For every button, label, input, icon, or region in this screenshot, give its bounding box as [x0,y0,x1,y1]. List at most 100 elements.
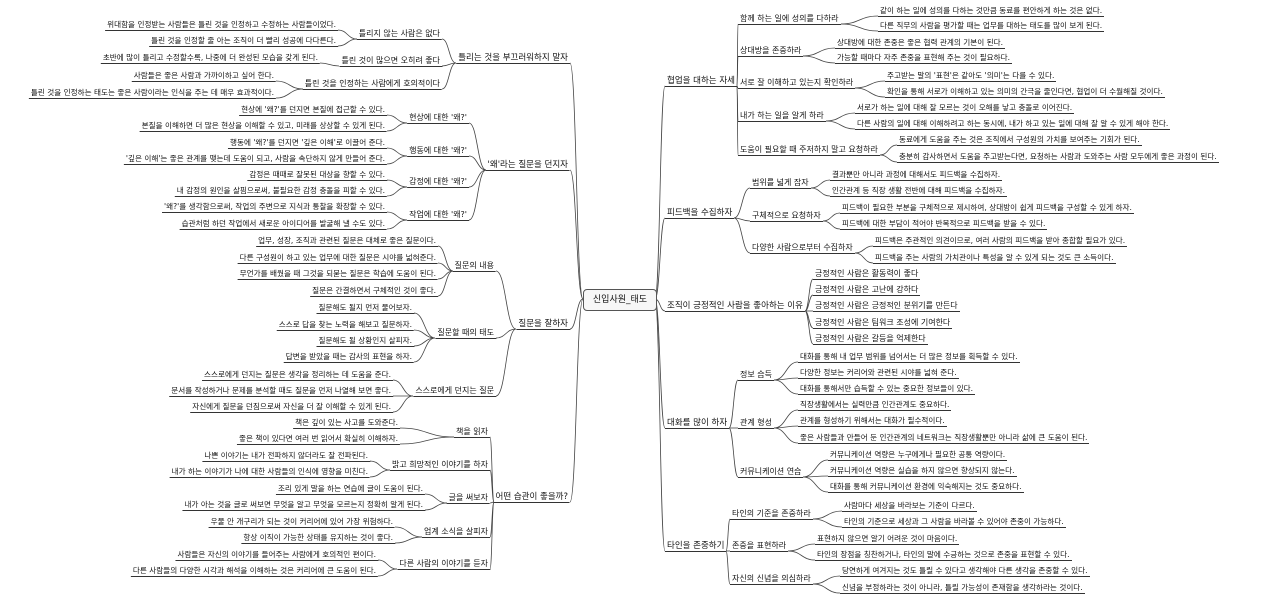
branch-node[interactable]: 질문을 잘하자 [516,319,570,330]
leaf-node[interactable]: 본질을 이해하면 더 많은 현상을 이해할 수 있고, 미래를 상상할 수 있게… [139,121,387,132]
leaf-node[interactable]: 좋은 사람들과 만들어 둔 인간관계의 네트워크는 직장생활뿐만 아니라 삶에 … [798,433,1090,444]
leaf-node[interactable]: 틀린 것을 인정하는 태도는 좋은 사람이라는 인식을 주는 데 매우 효과적이… [28,88,276,99]
topic-node[interactable]: 틀린 것을 인정하는 사람에게 호의적이다 [302,79,442,90]
leaf-node[interactable]: 피드백은 주관적인 의견이므로, 여러 사람의 피드백을 받아 종합할 필요가 … [873,236,1128,247]
leaf-node[interactable]: 내가 하는 이야기가 나에 대한 사람들의 인식에 영향을 미친다. [169,467,370,478]
topic-node[interactable]: 긍정적인 사람은 긍정적인 분위기를 만든다 [813,301,960,312]
topic-node[interactable]: 자신의 신념을 의심하라 [730,574,813,585]
leaf-node[interactable]: 질문해도 될 상황인지 살피자. [316,336,414,347]
topic-node[interactable]: 다양한 사람으로부터 수집하자 [750,243,855,254]
branch-node[interactable]: '왜'라는 질문을 던지자 [485,160,570,171]
leaf-node[interactable]: 피드백에 대한 부담이 적어야 반복적으로 피드백을 받을 수 있다. [840,219,1048,230]
branch-node[interactable]: 협업을 대하는 자세 [665,76,737,87]
leaf-node[interactable]: 상대방에 대한 존중은 좋은 협력 관계의 기본이 된다. [835,38,1006,49]
leaf-node[interactable]: '깊은 이해'는 좋은 관계를 맺는데 도움이 되고, 사람을 속단하지 않게 … [123,154,387,165]
leaf-node[interactable]: 나쁜 이야기는 내가 전파하지 않더라도 잘 전파된다. [202,451,370,462]
branch-node[interactable]: 대화를 많이 하자 [665,418,730,429]
topic-node[interactable]: 업계 소식을 살피자 [422,527,490,538]
leaf-node[interactable]: 행동에 '왜?'를 던지면 '깊은 이해'로 이끌어 준다. [227,138,387,149]
leaf-node[interactable]: 피드백이 필요한 부분을 구체적으로 제시하여, 상대방이 쉽게 피드백을 구성… [840,203,1134,214]
leaf-node[interactable]: 다른 직무의 사람을 평가할 때는 업무를 대하는 태도를 많이 보게 된다. [878,21,1105,32]
topic-node[interactable]: 정보 습득 [738,370,774,381]
leaf-node[interactable]: 확인을 통해 서로가 이해하고 있는 의미의 간극을 줄인다면, 협업이 더 수… [885,87,1165,98]
leaf-node[interactable]: 내 감정의 원인을 살핌으로써, 불필요한 감정 충돌을 피할 수 있다. [174,186,387,197]
leaf-node[interactable]: 관계를 형성하기 위해서는 대화가 필수적이다. [798,416,947,427]
leaf-node[interactable]: 사람마다 세상을 바라보는 기준이 다르다. [842,501,977,512]
leaf-node[interactable]: 표현하지 않으면 알기 어려운 것이 마음이다. [815,534,960,545]
topic-node[interactable]: 작업에 대한 '왜?' [407,210,469,221]
topic-node[interactable]: 커뮤니케이션 연습 [738,467,804,478]
topic-node[interactable]: 타인의 기준을 존중하라 [730,509,813,520]
leaf-node[interactable]: 같이 하는 일에 성의를 다하는 것만큼 동료를 편안하게 하는 것은 없다. [878,6,1105,17]
root-node[interactable]: 신입사원_태도 [583,289,657,311]
leaf-node[interactable]: 답변을 받았을 때는 감사의 표현을 하자. [283,352,414,363]
topic-node[interactable]: 긍정적인 사람은 팀워크 조성에 기여한다 [813,318,953,329]
leaf-node[interactable]: 다양한 정보는 커리어와 관련된 시야를 넓혀 준다. [798,368,959,379]
leaf-node[interactable]: 책은 깊이 있는 사고를 도와준다. [293,418,400,429]
leaf-node[interactable]: 충분히 감사하면서 도움을 주고받는다면, 요청하는 사람과 도와주는 사람 모… [897,152,1219,163]
leaf-node[interactable]: 사람들은 좋은 사람과 가까이하고 싶어 한다. [131,71,276,82]
leaf-node[interactable]: 신념을 부정하라는 것이 아니라, 틀릴 가능성이 존재함을 생각하라는 것이다… [840,583,1085,594]
topic-node[interactable]: 긍정적인 사람은 활동력이 좋다 [813,269,921,280]
leaf-node[interactable]: 업무, 성장, 조직과 관련된 질문은 대체로 좋은 질문이다. [256,236,438,247]
leaf-node[interactable]: 항상 이직이 가능한 상태를 유지하는 것이 좋다. [241,533,395,544]
topic-node[interactable]: 감정에 대한 '왜?' [407,177,469,188]
leaf-node[interactable]: 커뮤니케이션 역량은 실습을 하지 않으면 향상되지 않는다. [828,466,1017,477]
leaf-node[interactable]: 피드백을 주는 사람의 가치관이나 특성을 알 수 있게 되는 것도 큰 소득이… [873,253,1116,264]
leaf-node[interactable]: 대화를 통해 내 업무 범위를 넘어서는 더 많은 정보를 획득할 수 있다. [798,352,1020,363]
topic-node[interactable]: 질문의 내용 [452,261,496,272]
topic-node[interactable]: 구체적으로 요청하자 [750,211,823,222]
leaf-node[interactable]: 서로가 하는 일에 대해 잘 모르는 것이 오해를 낳고 충돌로 이어진다. [855,103,1075,114]
leaf-node[interactable]: 스스로에게 던지는 질문은 생각을 정리하는 데 도움을 준다. [202,370,393,381]
leaf-node[interactable]: 다른 사람들의 다양한 시각과 해석을 이해하는 것은 커리어에 큰 도움이 된… [130,566,378,577]
leaf-node[interactable]: 동료에게 도움을 주는 것은 조직에서 구성원의 가치를 보여주는 기회가 된다… [897,135,1142,146]
leaf-node[interactable]: 대화를 통해 커뮤니케이션 환경에 익숙해지는 것도 중요하다. [828,482,1024,493]
topic-node[interactable]: 존중을 표현하라 [730,541,789,552]
leaf-node[interactable]: 결과뿐만 아니라 과정에 대해서도 피드백을 수집하자. [830,170,1003,181]
topic-node[interactable]: 범위를 넓게 잡자 [750,178,811,189]
topic-node[interactable]: 상대방을 존중하라 [738,46,804,57]
branch-node[interactable]: 피드백을 수집하자 [665,208,735,219]
topic-node[interactable]: 스스로에게 던지는 질문 [413,386,496,397]
topic-node[interactable]: 질문할 때의 태도 [435,328,496,339]
leaf-node[interactable]: 위대함을 인정받는 사람들은 틀린 것을 인정하고 수정하는 사람들이었다. [105,20,338,31]
leaf-node[interactable]: 사람들은 자신의 이야기를 들어주는 사람에게 호의적인 편이다. [175,550,378,561]
leaf-node[interactable]: 질문해도 될지 먼저 물어보자. [316,303,414,314]
topic-node[interactable]: 관계 형성 [738,418,774,429]
leaf-node[interactable]: 가능할 때마다 자주 존중을 표현해 주는 것이 필요하다. [835,53,1013,64]
branch-node[interactable]: 어떤 습관이 좋을까? [493,492,570,503]
leaf-node[interactable]: 다른 사람의 일에 대해 이해하려고 하는 동시에, 내가 하고 있는 일에 대… [855,119,1171,130]
branch-node[interactable]: 조직이 긍정적인 사람을 좋아하는 이유 [665,301,805,312]
topic-node[interactable]: 밝고 희망적인 이야기를 하자 [390,460,490,471]
topic-node[interactable]: 현상에 대한 '왜?' [407,113,469,124]
leaf-node[interactable]: 좋은 책이 있다면 여러 번 읽어서 확실히 이해하자. [236,434,400,445]
topic-node[interactable]: 다른 사람의 이야기를 듣자 [397,559,490,570]
branch-node[interactable]: 틀리는 것을 부끄러워하지 말자 [456,53,570,64]
leaf-node[interactable]: 커뮤니케이션 역량은 누구에게나 필요한 공통 역량이다. [828,450,1008,461]
topic-node[interactable]: 책을 읽자 [454,427,490,438]
leaf-node[interactable]: 감정은 때때로 잘못된 대상을 향할 수 있다. [247,170,387,181]
leaf-node[interactable]: 주고받는 말의 '표현'은 같아도 '의미'는 다를 수 있다. [885,71,1057,82]
leaf-node[interactable]: 무언가를 배웠을 때 그것을 되묻는 질문은 학습에 도움이 된다. [237,269,438,280]
topic-node[interactable]: 긍정적인 사람은 고난에 강하다 [813,285,921,296]
leaf-node[interactable]: 타인의 장점을 칭찬하거나, 타인의 말에 수긍하는 것으로 존중을 표현할 수… [815,550,1072,561]
leaf-node[interactable]: '왜?'를 생각함으로써, 작업의 주변으로 지식과 통찰을 확장할 수 있다. [162,202,387,213]
leaf-node[interactable]: 자신에게 질문을 던짐으로써 자신을 더 잘 이해할 수 있게 된다. [190,402,393,413]
topic-node[interactable]: 행동에 대한 '왜?' [407,146,469,157]
leaf-node[interactable]: 조리 있게 말을 하는 연습에 글이 도움이 된다. [275,484,425,495]
leaf-node[interactable]: 질문은 간결하면서 구체적인 것이 좋다. [310,286,438,297]
topic-node[interactable]: 함께 하는 일에 성의를 다하라 [738,14,841,25]
topic-node[interactable]: 틀리지 않는 사람은 없다 [356,29,442,40]
leaf-node[interactable]: 우물 안 개구리가 되는 것이 커리어에 있어 가장 위험하다. [208,517,395,528]
leaf-node[interactable]: 대화를 통해서만 습득할 수 있는 중요한 정보들이 있다. [798,384,976,395]
leaf-node[interactable]: 틀린 것을 인정할 줄 아는 조직이 더 빨리 성공에 다다른다. [149,36,338,47]
topic-node[interactable]: 글을 써보자 [446,493,490,504]
topic-node[interactable]: 내가 하는 일을 알게 하라 [738,111,826,122]
branch-node[interactable]: 타인을 존중하기 [665,541,727,552]
topic-node[interactable]: 긍정적인 사람은 갈등을 억제한다 [813,334,928,345]
leaf-node[interactable]: 초반에 많이 틀리고 수정할수록, 나중에 더 완성된 모습을 갖게 된다. [100,53,320,64]
topic-node[interactable]: 도움이 필요할 때 주저하지 말고 요청하라 [738,145,880,156]
leaf-node[interactable]: 문서를 작성하거나 문제를 분석할 때도 질문을 먼저 나열해 보면 좋다. [169,386,393,397]
topic-node[interactable]: 서로 잘 이해하고 있는지 확인하라 [738,78,856,89]
topic-node[interactable]: 틀린 것이 많으면 오히려 좋다 [339,56,442,67]
